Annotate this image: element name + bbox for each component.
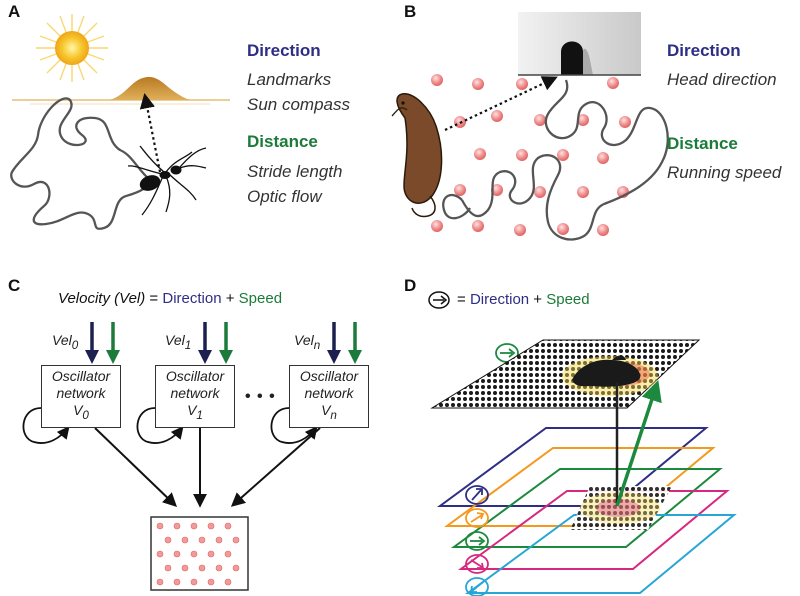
panel-label-d: D	[404, 276, 417, 295]
velocity-label-base: Vel	[294, 332, 314, 348]
panel-b-cue-head-direction: Head direction	[667, 70, 777, 89]
velocity-label-sub: 0	[71, 338, 79, 352]
layer-direction-icons	[465, 485, 489, 596]
oscillator-index-sub: 1	[196, 408, 203, 422]
panel-a-cue-optic-flow: Optic flow	[247, 187, 322, 206]
legend-equals: =	[457, 291, 470, 308]
rat-path-tail	[442, 193, 471, 220]
speed-link	[615, 380, 662, 507]
velocity-label-base: Vel	[52, 332, 72, 348]
oscillator-network-box-1: Oscillator network V1	[155, 365, 235, 428]
oscillator-index-sub: 0	[82, 408, 89, 422]
rat	[391, 93, 443, 218]
layer-activity	[570, 486, 672, 530]
legend-equation: = Direction + Speed	[457, 291, 590, 308]
recurrent-loops	[22, 407, 318, 444]
equation-speed: Speed	[238, 290, 283, 307]
panel-label-c: C	[8, 276, 21, 295]
ant-nest-mound	[12, 76, 230, 105]
velocity-equation: Velocity (Vel) = Direction + Speed	[58, 290, 282, 307]
panel-a-cue-stride-length: Stride length	[247, 162, 343, 181]
top-sheet	[430, 339, 701, 409]
grid-cell-fields	[156, 522, 240, 586]
sun	[36, 14, 108, 82]
velocity-label-sub: n	[313, 338, 321, 352]
equation-direction: Direction	[162, 290, 222, 307]
oscillator-network-box-n: Oscillator network Vn	[289, 365, 369, 428]
velocity-label-n: Veln	[294, 332, 320, 352]
oscillator-index-base: V	[321, 402, 331, 418]
velocity-arrows	[85, 322, 362, 364]
oscillator-line-2: network	[170, 385, 220, 401]
equation-plus: +	[221, 290, 239, 307]
network-output-arrows	[94, 427, 321, 508]
oscillator-line-1: Oscillator	[165, 368, 225, 384]
panel-a-distance-title: Distance	[247, 132, 318, 151]
legend-direction: Direction	[469, 291, 530, 308]
panel-a-direction-title: Direction	[247, 41, 321, 60]
nest-cave	[518, 12, 641, 76]
panel-label-a: A	[8, 2, 21, 21]
velocity-label-0: Vel0	[52, 332, 78, 352]
equation-velocity-term: Velocity (Vel)	[58, 290, 146, 307]
velocity-label-1: Vel1	[165, 332, 191, 352]
oscillator-index-sub: n	[330, 408, 337, 422]
panel-a-cue-landmarks: Landmarks	[247, 70, 332, 89]
ant-foraging-path	[10, 97, 152, 230]
legend-arrow-icon	[428, 291, 450, 309]
legend-plus: +	[529, 291, 547, 308]
rat-homing-vector	[444, 76, 558, 131]
panel-label-b: B	[404, 2, 417, 21]
rat-foraging-path	[460, 79, 669, 241]
oscillator-index-base: V	[187, 402, 197, 418]
ant-homing-vector	[139, 92, 162, 173]
equation-equals: =	[145, 290, 163, 307]
oscillator-line-1: Oscillator	[51, 368, 111, 384]
ant	[127, 145, 207, 216]
grid-output-box	[150, 516, 249, 591]
oscillator-index: V1	[156, 402, 234, 424]
panel-a-cue-sun-compass: Sun compass	[247, 95, 350, 114]
panel-b-cue-running-speed: Running speed	[667, 163, 782, 182]
velocity-label-base: Vel	[165, 332, 185, 348]
legend-speed: Speed	[546, 291, 590, 308]
oscillator-line-1: Oscillator	[299, 368, 359, 384]
panel-b-distance-title: Distance	[667, 134, 738, 153]
oscillator-index: V0	[42, 402, 120, 424]
oscillator-index-base: V	[73, 402, 83, 418]
ellipsis: • • •	[245, 388, 276, 405]
panel-b-direction-title: Direction	[667, 41, 741, 60]
place-field-grid	[431, 74, 631, 236]
oscillator-network-box-0: Oscillator network V0	[41, 365, 121, 428]
oscillator-line-2: network	[56, 385, 106, 401]
velocity-label-sub: 1	[184, 338, 192, 352]
oscillator-line-2: network	[304, 385, 354, 401]
oscillator-index: Vn	[290, 402, 368, 424]
